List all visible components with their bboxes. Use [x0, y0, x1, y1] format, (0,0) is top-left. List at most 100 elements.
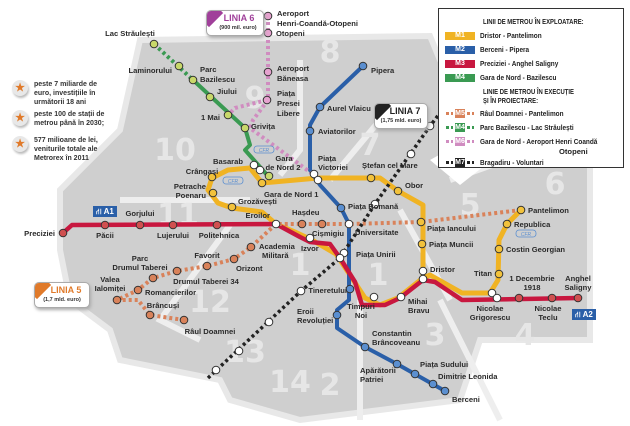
station-marker[interactable]: [240, 123, 250, 133]
station-marker[interactable]: [313, 175, 323, 185]
district-border: [155, 223, 233, 343]
station-marker[interactable]: [392, 359, 402, 369]
station-marker[interactable]: [145, 310, 155, 320]
station-marker[interactable]: [514, 293, 524, 303]
station-marker[interactable]: [297, 219, 307, 229]
station-marker[interactable]: [174, 61, 184, 71]
station-marker[interactable]: [516, 205, 526, 215]
station-marker[interactable]: [305, 233, 315, 243]
station-marker[interactable]: [369, 292, 379, 302]
station-marker[interactable]: [100, 220, 110, 230]
station-marker[interactable]: [370, 199, 380, 209]
station-marker[interactable]: [494, 269, 504, 279]
station-marker[interactable]: [573, 293, 583, 303]
station-marker[interactable]: [410, 369, 420, 379]
station-label: Gorjului: [125, 209, 154, 218]
station-marker[interactable]: [418, 266, 428, 276]
station-label: Timpuri: [347, 302, 375, 311]
station-label: Libere: [277, 109, 300, 118]
station-marker[interactable]: [249, 160, 259, 170]
station-marker[interactable]: [179, 315, 189, 325]
station-marker[interactable]: [336, 203, 346, 213]
station-marker[interactable]: [317, 219, 327, 229]
station-marker[interactable]: [255, 165, 265, 175]
station-marker[interactable]: [358, 61, 368, 71]
station-marker[interactable]: [393, 186, 403, 196]
callout-title: LINIA 7: [389, 106, 421, 116]
station-marker[interactable]: [271, 219, 281, 229]
station-label: Presei: [277, 99, 300, 108]
station-marker[interactable]: [172, 266, 182, 276]
station-marker[interactable]: [502, 219, 512, 229]
station-marker[interactable]: [417, 239, 427, 249]
station-label: Nicolae: [476, 304, 503, 313]
station-marker[interactable]: [440, 386, 450, 396]
sector-number: 8: [320, 35, 341, 70]
station-marker[interactable]: [262, 95, 272, 105]
legend-route: Gara de Nord - Bazilescu: [480, 73, 557, 82]
station-marker[interactable]: [418, 274, 428, 284]
station-marker[interactable]: [315, 102, 325, 112]
station-marker[interactable]: [309, 169, 319, 179]
station-marker[interactable]: [168, 220, 178, 230]
station-label: Apărătorii: [360, 366, 396, 375]
station-marker[interactable]: [229, 254, 239, 264]
station-marker[interactable]: [335, 253, 345, 263]
station-marker[interactable]: [344, 219, 354, 229]
station-marker[interactable]: [149, 39, 159, 49]
station-marker[interactable]: [305, 126, 315, 136]
legend-swatch: M7: [455, 158, 465, 167]
station-marker[interactable]: [345, 284, 355, 294]
station-marker[interactable]: [263, 11, 273, 21]
station-marker[interactable]: [332, 310, 342, 320]
station-marker[interactable]: [547, 293, 557, 303]
note-line: euro, investițiile în: [34, 90, 96, 97]
note-line: următorii 18 ani: [34, 99, 87, 106]
station-marker[interactable]: [208, 188, 218, 198]
station-marker[interactable]: [416, 217, 426, 227]
station-marker[interactable]: [264, 171, 274, 181]
station-marker[interactable]: [428, 379, 438, 389]
station-marker[interactable]: [135, 220, 145, 230]
station-marker[interactable]: [366, 173, 376, 183]
station-label: Preciziei: [24, 229, 55, 238]
station-marker[interactable]: [212, 220, 222, 230]
station-marker[interactable]: [223, 110, 233, 120]
legend-route: Berceni - Pipera: [480, 45, 530, 54]
station-marker[interactable]: [257, 178, 267, 188]
station-marker[interactable]: [205, 92, 215, 102]
station-label: Piața: [318, 154, 337, 163]
station-marker[interactable]: [133, 285, 143, 295]
station-marker[interactable]: [188, 75, 198, 85]
station-marker[interactable]: [264, 317, 274, 327]
station-marker[interactable]: [360, 342, 370, 352]
station-marker[interactable]: [148, 273, 158, 283]
station-marker[interactable]: [263, 67, 273, 77]
station-marker[interactable]: [202, 261, 212, 271]
station-marker[interactable]: [58, 228, 68, 238]
station-label: Henri-Coandă-Otopeni: [277, 19, 358, 28]
station-label: de Nord 2: [265, 163, 300, 172]
station-marker[interactable]: [234, 346, 244, 356]
station-marker[interactable]: [227, 202, 237, 212]
station-marker[interactable]: [494, 244, 504, 254]
station-marker[interactable]: [396, 292, 406, 302]
station-marker[interactable]: [207, 172, 217, 182]
station-marker[interactable]: [112, 295, 122, 305]
station-label: Laminorului: [129, 66, 172, 75]
station-label: Basarab: [213, 157, 243, 166]
station-marker[interactable]: [296, 286, 306, 296]
highway-a2-badge: ⛙ A2: [572, 309, 596, 320]
station-marker[interactable]: [492, 293, 502, 303]
station-marker[interactable]: [246, 242, 256, 252]
station-label: Grivița: [251, 122, 276, 131]
station-label: Orizont: [236, 264, 263, 273]
station-marker[interactable]: [487, 288, 497, 298]
station-marker[interactable]: [263, 28, 273, 38]
note-line: peste 7 miliarde de: [34, 81, 98, 88]
station-marker[interactable]: [406, 149, 416, 159]
callout-title: LINIA 6: [223, 13, 255, 23]
station-marker[interactable]: [211, 365, 221, 375]
